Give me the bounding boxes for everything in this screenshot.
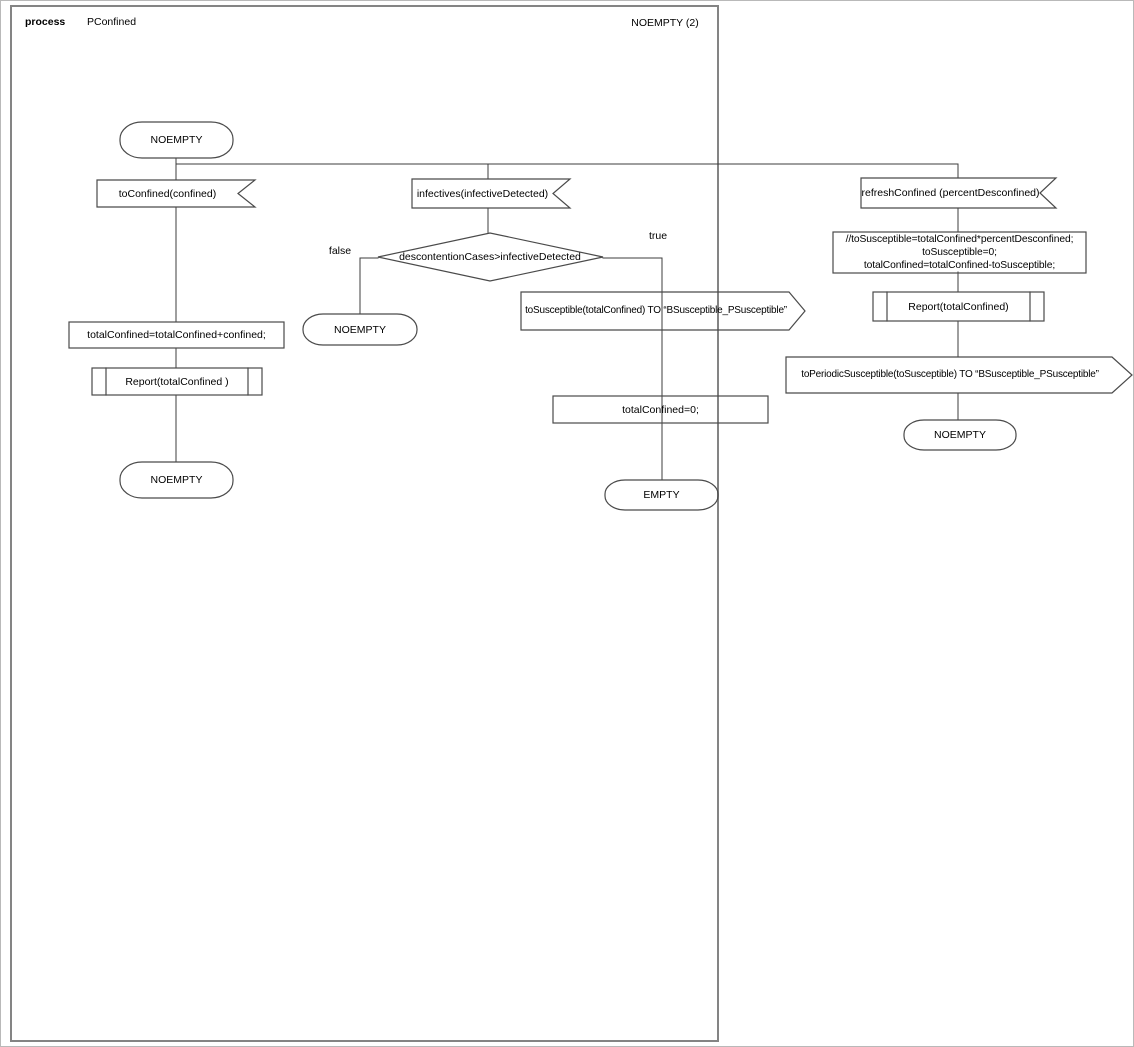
connector-true-branch: [602, 257, 663, 481]
output-symbol-to-susceptible[interactable]: [520, 291, 806, 331]
connector-group: [175, 157, 959, 481]
procedure-report-right-label: Report(totalConfined): [908, 300, 1009, 313]
state-left-end-label: NOEMPTY: [150, 474, 203, 486]
procedure-report-left-label: Report(totalConfined ): [125, 375, 229, 388]
state-top-label: NOEMPTY: [150, 134, 203, 146]
output-to-periodic-label: toPeriodicSusceptible(toSusceptible) TO …: [801, 369, 1099, 380]
state-right-end-label: NOEMPTY: [934, 429, 986, 441]
input-refresh-confined-label: refreshConfined (percentDesconfined): [861, 187, 1040, 199]
task-refresh-line-3: totalConfined=totalConfined-toSusceptibl…: [863, 260, 1056, 271]
state-false-branch-label: NOEMPTY: [334, 323, 386, 336]
page-header-label: NOEMPTY (2): [631, 17, 699, 29]
procedure-symbol-report-left[interactable]: [91, 367, 263, 396]
process-name-label: PConfined: [87, 16, 137, 28]
task-refresh-line-2: toSusceptible=0;: [922, 247, 997, 258]
task-accumulate-label: totalConfined=totalConfined+confined;: [87, 329, 266, 341]
state-symbol-right-end[interactable]: [903, 419, 1017, 451]
state-symbol-left-end[interactable]: [119, 461, 234, 499]
process-kind-label: process: [25, 16, 66, 28]
input-symbol-infectives[interactable]: [411, 178, 572, 209]
decision-label: descontentionCases>infectiveDetected: [399, 251, 581, 263]
input-to-confined-label: toConfined(confined): [118, 187, 217, 200]
input-infectives-label: infectives(infectiveDetected): [416, 187, 549, 200]
process-frame: [10, 5, 719, 1042]
task-symbol-reset-total[interactable]: [552, 395, 769, 424]
task-symbol-refresh[interactable]: [832, 231, 1087, 274]
task-refresh-line-1: //toSusceptible=totalConfined*percentDes…: [845, 234, 1074, 245]
decision-false-branch-label: false: [328, 245, 352, 257]
output-symbol-to-periodic[interactable]: [785, 356, 1133, 394]
output-to-susceptible-label: toSusceptible(totalConfined) TO “BSuscep…: [525, 305, 787, 316]
input-symbol-to-confined[interactable]: [96, 179, 257, 208]
decision-symbol[interactable]: [377, 232, 604, 282]
state-empty-label: EMPTY: [643, 489, 680, 501]
procedure-symbol-report-right-bars: [886, 291, 1031, 322]
state-symbol-false-branch[interactable]: [302, 313, 418, 346]
state-symbol-top[interactable]: [119, 121, 234, 159]
input-symbol-refresh-confined[interactable]: [860, 177, 1058, 209]
decision-true-branch-label: true: [648, 230, 668, 242]
task-refresh-label: //toSusceptible=totalConfined*percentDes…: [833, 232, 1086, 273]
state-symbol-empty[interactable]: [604, 479, 719, 511]
task-reset-total-label: totalConfined=0;: [622, 403, 699, 416]
connector-false-branch: [359, 257, 379, 315]
task-symbol-accumulate[interactable]: [68, 321, 285, 349]
procedure-symbol-report-right[interactable]: [872, 291, 1045, 322]
procedure-symbol-report-left-bars: [105, 367, 249, 396]
